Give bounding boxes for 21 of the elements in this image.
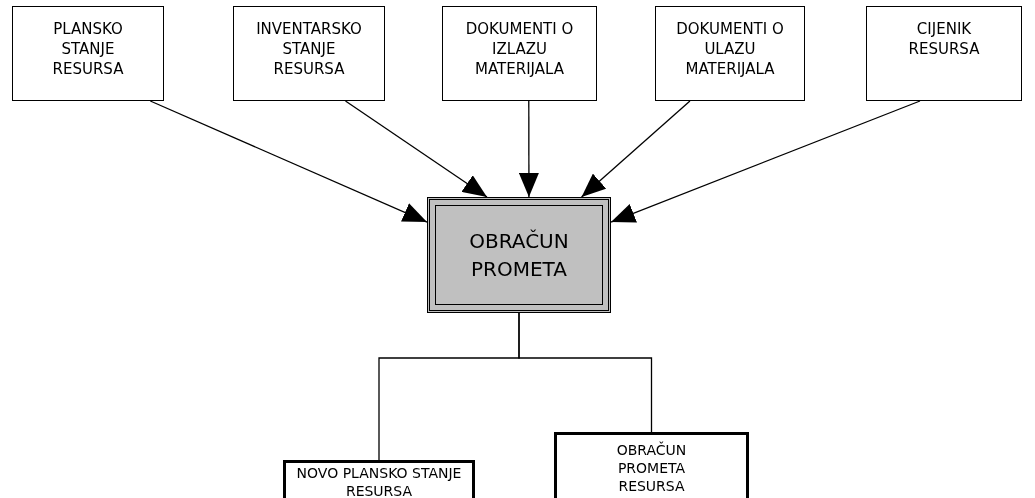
- data-box: [655, 6, 805, 101]
- arrow: [518, 100, 539, 198]
- box-label: NOVO PLANSKO STANJE RESURSA: [295, 464, 463, 498]
- data-box: [233, 6, 385, 101]
- data-box: [866, 6, 1022, 101]
- data-box: [554, 432, 749, 498]
- box-label: DOKUMENTI O ULAZU MATERIJALA: [675, 19, 785, 79]
- arrow: [610, 100, 921, 225]
- data-box: [12, 6, 164, 101]
- box-label: PLANSKO STANJE RESURSA: [51, 19, 125, 79]
- box-label: OBRAČUN PROMETA RESURSA: [615, 441, 688, 495]
- arrow: [149, 100, 428, 224]
- box-label: INVENTARSKO STANJE RESURSA: [255, 19, 363, 79]
- box-label: DOKUMENTI O IZLAZU MATERIJALA: [464, 19, 575, 79]
- arrow: [580, 100, 691, 198]
- arrow: [344, 100, 488, 198]
- data-box: [442, 6, 597, 101]
- box-label: CIJENIK RESURSA: [907, 19, 981, 59]
- box-label: OBRAČUN PROMETA: [468, 228, 570, 283]
- connector-line: [518, 312, 653, 433]
- process-box: [427, 197, 611, 313]
